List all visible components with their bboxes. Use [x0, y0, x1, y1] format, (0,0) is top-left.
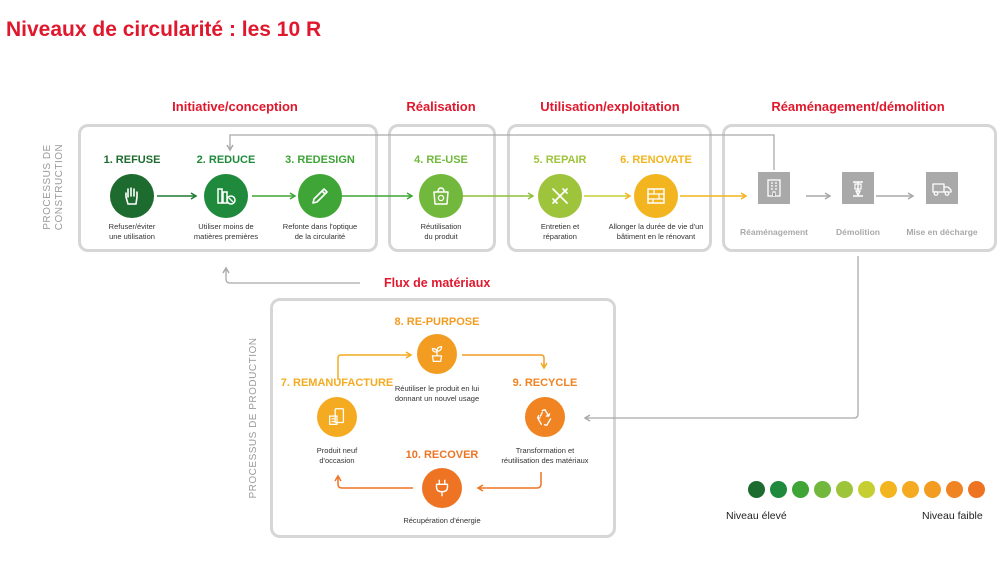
- plant-icon: [431, 346, 443, 362]
- reamenagement-square: [758, 172, 790, 204]
- remanufacture-circle: [317, 397, 357, 437]
- legend-dot: [836, 481, 853, 498]
- phase-utilisation-title: Utilisation/exploitation: [540, 99, 680, 114]
- legend-dot: [792, 481, 809, 498]
- legend-dot: [968, 481, 985, 498]
- bag-icon: [433, 187, 449, 205]
- recover-circle: [422, 468, 462, 508]
- repurpose-label: 8. RE-PURPOSE: [394, 316, 480, 328]
- phase-utilisation-box: [507, 124, 712, 252]
- redesign-circle: [298, 174, 342, 218]
- jackhammer-icon: [853, 181, 863, 197]
- device-icon: [329, 408, 345, 425]
- reamenagement-label: Réaménagement: [739, 227, 809, 237]
- legend-high-label: Niveau élevé: [726, 510, 787, 522]
- recycle-label: 9. RECYCLE: [512, 377, 578, 389]
- legend-dot: [902, 481, 919, 498]
- legend-dot: [858, 481, 875, 498]
- reduce-icon: [217, 188, 236, 205]
- repair-circle: [538, 174, 582, 218]
- renovate-label: 6. RENOVATE: [620, 154, 692, 166]
- recover-label: 10. RECOVER: [405, 449, 479, 461]
- refuse-label: 1. REFUSE: [103, 154, 161, 166]
- tools-icon: [552, 188, 568, 204]
- plug-icon: [435, 479, 449, 497]
- remanufacture-label: 7. REMANUFACTURE: [280, 377, 394, 389]
- legend-dot: [748, 481, 765, 498]
- demolition-square: [842, 172, 874, 204]
- recycle-circle: [525, 397, 565, 437]
- page-title: Niveaux de circularité : les 10 R: [6, 18, 322, 41]
- hand-icon: [125, 187, 138, 205]
- decharge-square: [926, 172, 958, 204]
- building-icon: [767, 179, 781, 197]
- legend-dot: [924, 481, 941, 498]
- demolition-label: Démolition: [836, 227, 880, 237]
- reuse-circle: [419, 174, 463, 218]
- flux-label: Flux de matériaux: [384, 276, 491, 290]
- legend-dot: [814, 481, 831, 498]
- phase-initiative-box: [78, 124, 378, 252]
- repurpose-circle: [417, 334, 457, 374]
- reduce-circle: [204, 174, 248, 218]
- legend-color-scale: [748, 481, 985, 498]
- decharge-label: Mise en décharge: [906, 227, 978, 237]
- phase-reamenagement-box: [722, 124, 997, 252]
- legend-low-label: Niveau faible: [922, 510, 983, 522]
- phase-realisation-title: Réalisation: [406, 99, 476, 114]
- reduce-label: 2. REDUCE: [196, 154, 256, 166]
- pencil-icon: [312, 188, 328, 204]
- phase-realisation-box: [388, 124, 496, 252]
- dump-truck-icon: [932, 183, 952, 196]
- renovate-circle: [634, 174, 678, 218]
- recycle-icon: [536, 408, 552, 426]
- recover-description: Récupération d'énergie: [403, 516, 481, 525]
- bricks-icon: [647, 188, 665, 204]
- legend-dot: [770, 481, 787, 498]
- redesign-label: 3. REDESIGN: [285, 154, 355, 166]
- phase-reamenagement-title: Réaménagement/démolition: [771, 99, 945, 114]
- reuse-label: 4. RE-USE: [414, 154, 468, 166]
- legend-dot: [946, 481, 963, 498]
- repair-label: 5. REPAIR: [533, 154, 587, 166]
- phase-initiative-title: Initiative/conception: [172, 99, 298, 114]
- legend-dot: [880, 481, 897, 498]
- refuse-circle: [110, 174, 154, 218]
